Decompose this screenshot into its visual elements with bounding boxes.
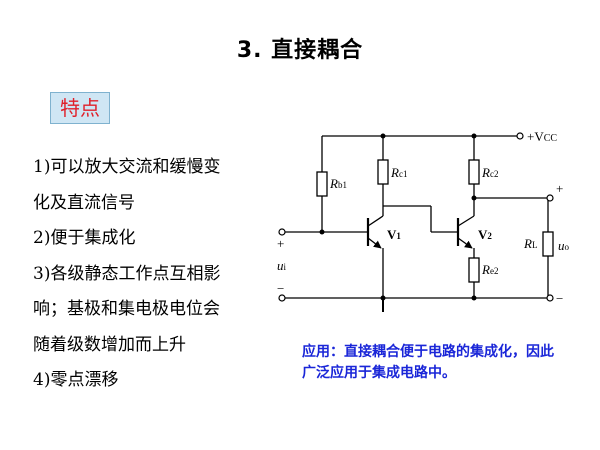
ui-label: ui xyxy=(277,258,287,273)
output-terminal-plus xyxy=(546,194,554,202)
feature-line-6: 随着级数增加而上升 xyxy=(33,334,186,355)
slide-title: 3. 直接耦合 xyxy=(236,38,364,63)
rb1-resistor xyxy=(316,171,328,197)
rc1-label: Rc1 xyxy=(390,165,407,180)
output-plus-label: + xyxy=(556,181,563,196)
feature-list: 1)可以放大交流和缓慢变 化及直流信号 2)便于集成化 3)各级静态工作点互相影… xyxy=(33,150,273,399)
feature-line-7: 4)零点漂移 xyxy=(33,370,119,390)
circuit-diagram: +VCC Rb1 Rc1 Rc2 Re2 RL V1 V2 ui uo + − … xyxy=(277,129,570,312)
v2-label: V2 xyxy=(478,227,492,242)
rl-label: RL xyxy=(523,236,537,251)
input-minus-label: − xyxy=(277,281,284,296)
output-minus-label: − xyxy=(556,291,563,306)
uo-label: uo xyxy=(558,238,570,253)
feature-line-1: 1)可以放大交流和缓慢变 xyxy=(33,157,221,177)
rb1-label: Rb1 xyxy=(329,176,347,191)
rc2-resistor xyxy=(468,159,480,185)
rc2-label: Rc2 xyxy=(481,165,498,180)
input-plus-label: + xyxy=(277,236,284,251)
rc1-resistor xyxy=(377,159,389,185)
feature-line-2: 化及直流信号 xyxy=(33,192,135,213)
feature-line-4: 3)各级静态工作点互相影 xyxy=(33,263,221,284)
re2-label: Re2 xyxy=(481,262,498,277)
vcc-label: +VCC xyxy=(527,129,557,144)
feature-line-5: 响；基极和集电极电位会 xyxy=(33,299,220,319)
input-terminal-plus xyxy=(278,228,286,236)
feature-line-3: 2)便于集成化 xyxy=(33,228,136,248)
input-terminal-minus xyxy=(278,294,286,302)
vcc-terminal xyxy=(516,132,524,140)
re2-resistor xyxy=(468,257,480,283)
v1-label: V1 xyxy=(387,227,401,242)
features-badge: 特点 xyxy=(50,92,110,124)
rl-resistor xyxy=(542,231,554,257)
output-terminal-minus xyxy=(546,294,554,302)
application-note: 应用：直接耦合便于电路的集成化，因此广泛应用于集成电路中。 xyxy=(302,344,554,381)
